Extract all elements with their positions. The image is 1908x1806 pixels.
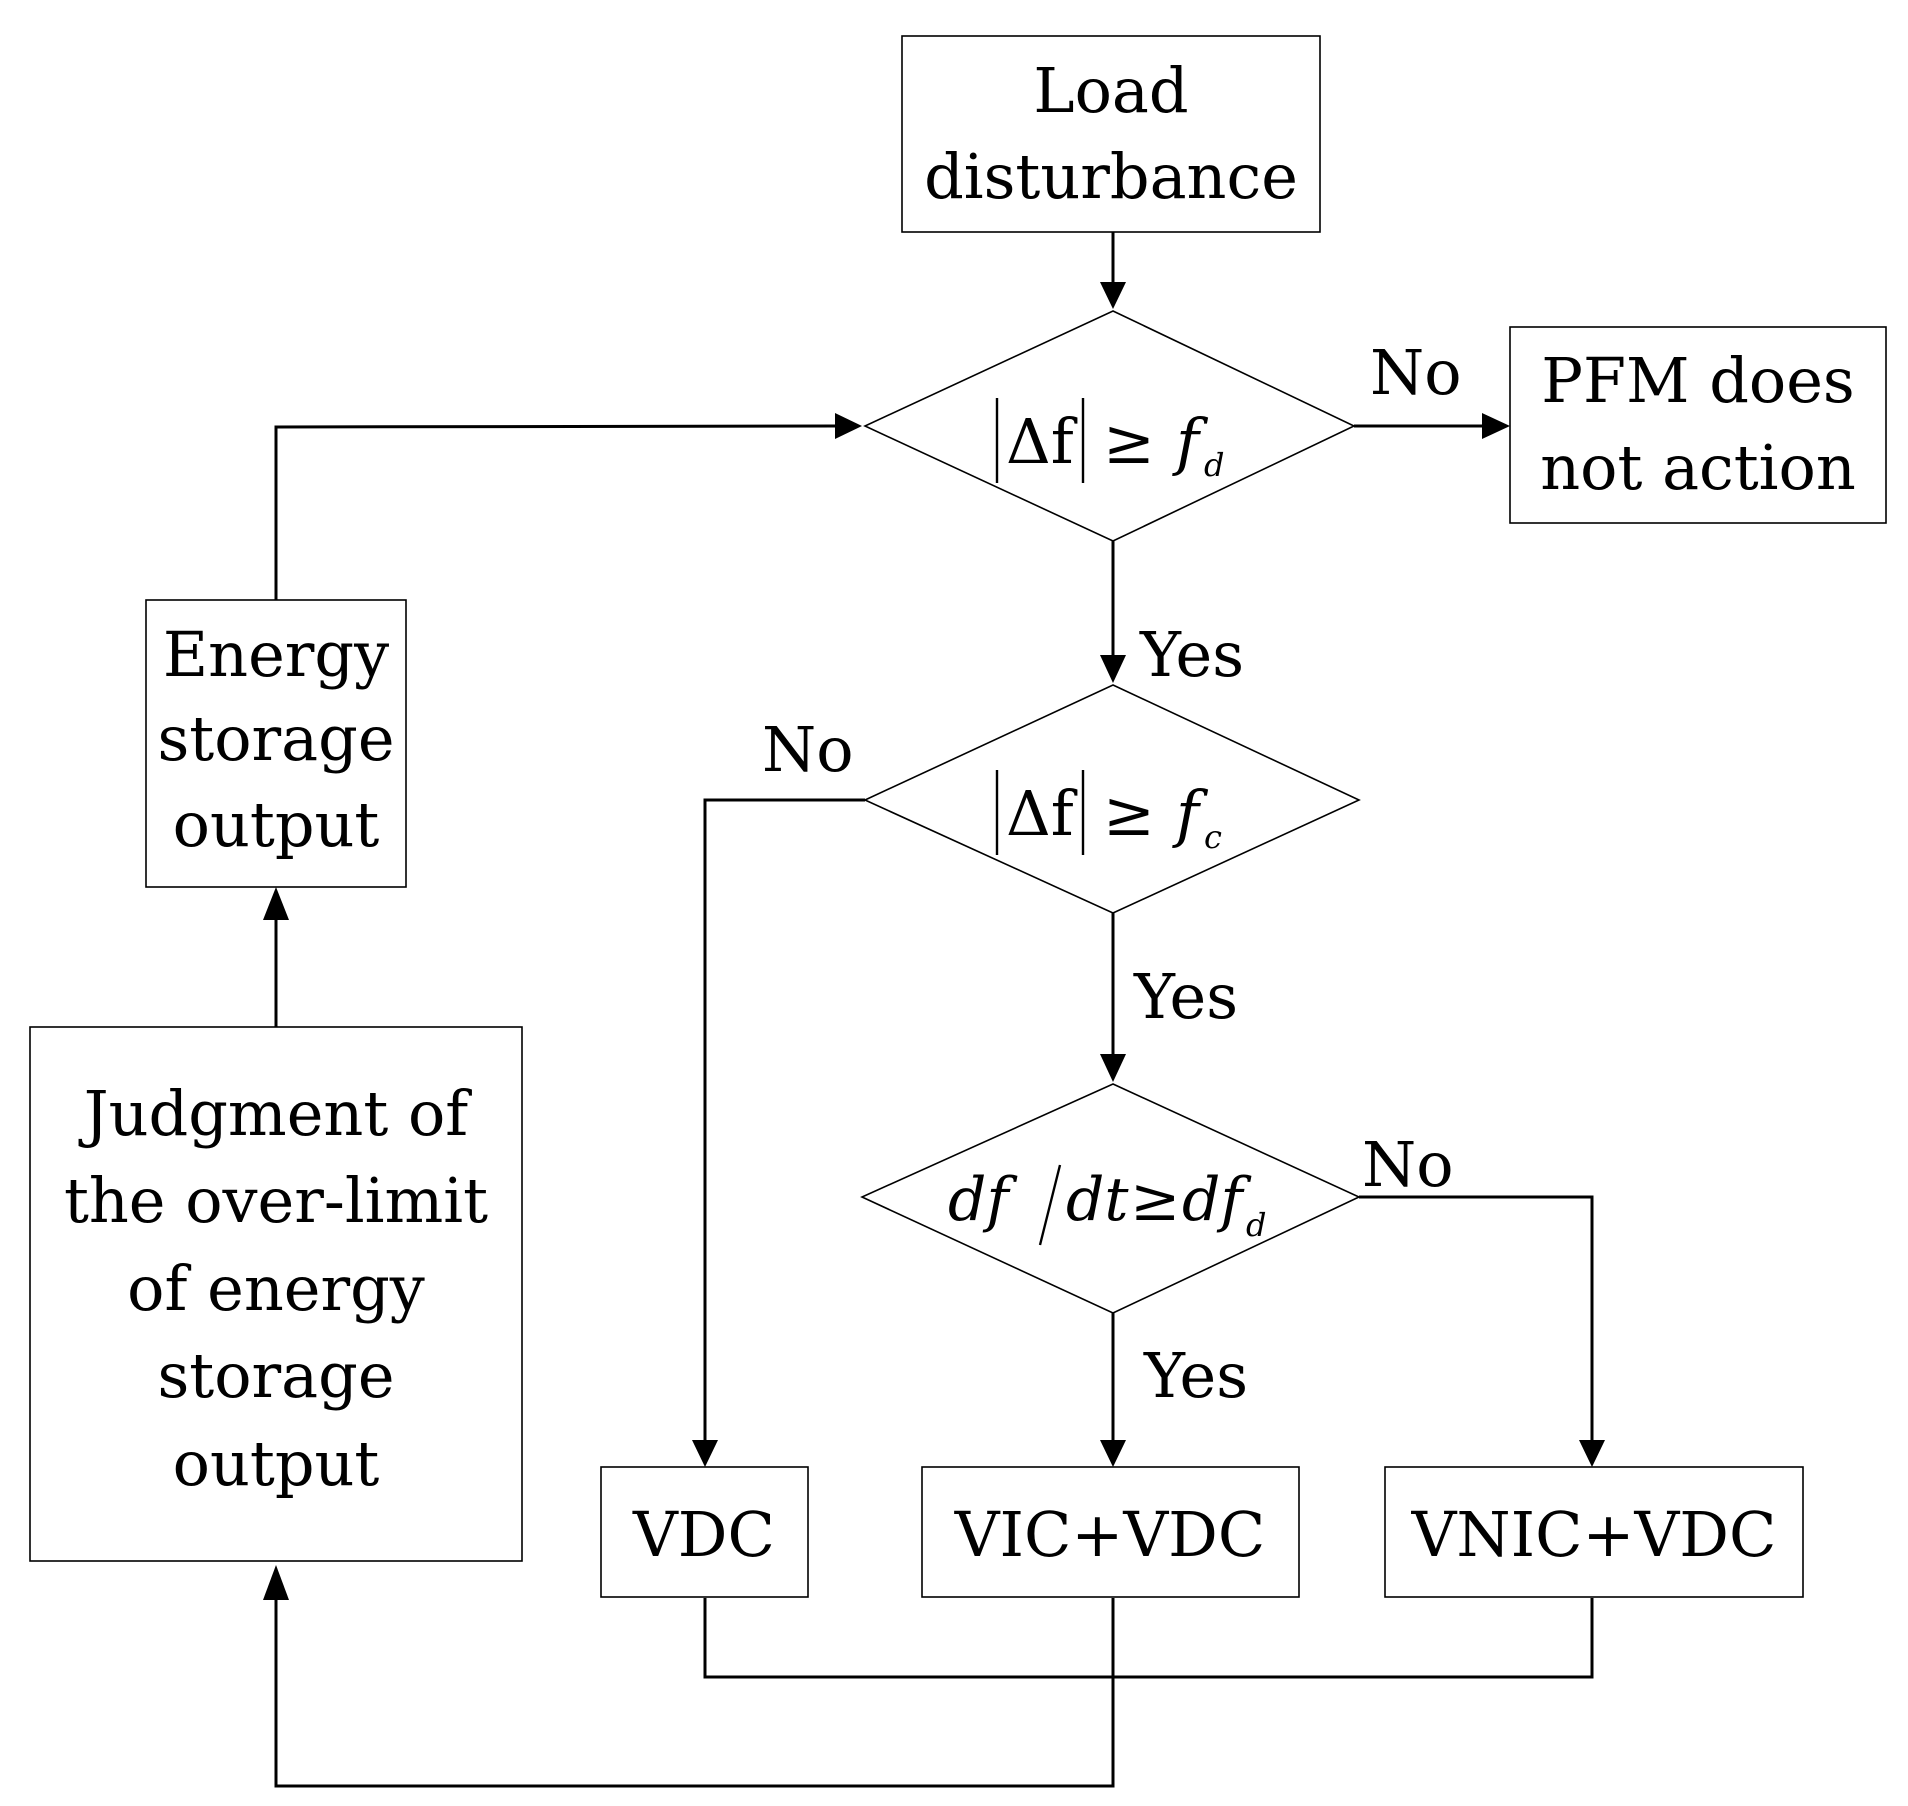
- judgment-line-4: storage: [157, 1339, 394, 1412]
- arrowhead-judgment: [263, 1565, 289, 1600]
- connector-d3-no-to-vnic: [1359, 1195, 1594, 1440]
- arrowhead-pfm: [1482, 413, 1510, 439]
- edge-labels: No Yes No Yes No Yes: [762, 336, 1462, 1412]
- decision-d1: Δf ≥ f d: [863, 310, 1356, 542]
- judgment-line-2: the over-limit: [64, 1164, 488, 1237]
- label-d2-no: No: [762, 713, 854, 786]
- d1-sub: d: [1204, 446, 1224, 484]
- d2-sub: c: [1204, 818, 1222, 856]
- node-vnic-vdc: VNIC+VDC: [1384, 1466, 1804, 1598]
- arrowhead-vnic: [1579, 1440, 1605, 1467]
- arrowhead-d1: [1100, 282, 1126, 309]
- judgment-line-5: output: [173, 1427, 380, 1500]
- d3-sym: df: [1182, 1165, 1252, 1235]
- connector-vic-to-judgment: [274, 1598, 1115, 1788]
- node-pfm-does-not-action: PFM does not action: [1509, 326, 1887, 524]
- node-energy-storage-output: Energy storage output: [145, 599, 407, 888]
- arrowhead-d3: [1100, 1054, 1126, 1082]
- label-d1-yes: Yes: [1139, 618, 1244, 691]
- arrowhead-vic: [1100, 1440, 1126, 1467]
- arrowhead-d1-left: [835, 413, 862, 439]
- label-d3-no: No: [1362, 1128, 1454, 1201]
- label-d1-no: No: [1370, 336, 1462, 409]
- decision-d2: Δf ≥ f c: [863, 684, 1361, 914]
- pfm-line-2: not action: [1540, 431, 1856, 504]
- node-judgment: Judgment of the over-limit of energy sto…: [29, 1026, 523, 1562]
- vnic-vdc-label: VNIC+VDC: [1411, 1498, 1777, 1571]
- d3-slash: [1038, 1164, 1062, 1246]
- node-vic-vdc: VIC+VDC: [921, 1466, 1300, 1598]
- judgment-line-1: Judgment of: [78, 1077, 473, 1150]
- vic-vdc-label: VIC+VDC: [954, 1498, 1266, 1571]
- judgment-line-3: of energy: [127, 1252, 425, 1325]
- connector-vdc-merge: [703, 1598, 1594, 1679]
- d3-den: dt: [1066, 1165, 1129, 1235]
- d3-num: df: [948, 1165, 1018, 1235]
- connector-d2-no-to-vdc: [703, 798, 865, 1440]
- arrowhead-energy: [263, 887, 289, 920]
- connectors: [263, 232, 1605, 1788]
- label-d3-yes: Yes: [1143, 1339, 1248, 1412]
- d1-rel: ≥: [1103, 405, 1155, 478]
- node-vdc: VDC: [600, 1466, 809, 1598]
- d2-rel: ≥: [1103, 777, 1155, 850]
- d3-rel: ≥: [1130, 1165, 1180, 1235]
- arrowhead-d2: [1100, 655, 1126, 683]
- load-line-1: Load: [1033, 54, 1188, 127]
- load-line-2: disturbance: [924, 140, 1298, 213]
- pfm-line-1: PFM does: [1541, 344, 1854, 417]
- d3-sub: d: [1246, 1206, 1266, 1244]
- energy-line-3: output: [173, 788, 380, 861]
- node-load-disturbance: Load disturbance: [901, 35, 1321, 233]
- d1-lhs: Δf: [1006, 405, 1078, 478]
- energy-line-1: Energy: [163, 618, 389, 691]
- label-d2-yes: Yes: [1133, 960, 1238, 1033]
- decision-d3: df dt ≥ df d: [860, 1083, 1361, 1314]
- connector-energy-to-d1: [274, 424, 836, 600]
- arrowhead-vdc: [692, 1440, 718, 1467]
- d2-lhs: Δf: [1006, 777, 1078, 850]
- energy-line-2: storage: [157, 702, 394, 775]
- vdc-label: VDC: [632, 1498, 775, 1571]
